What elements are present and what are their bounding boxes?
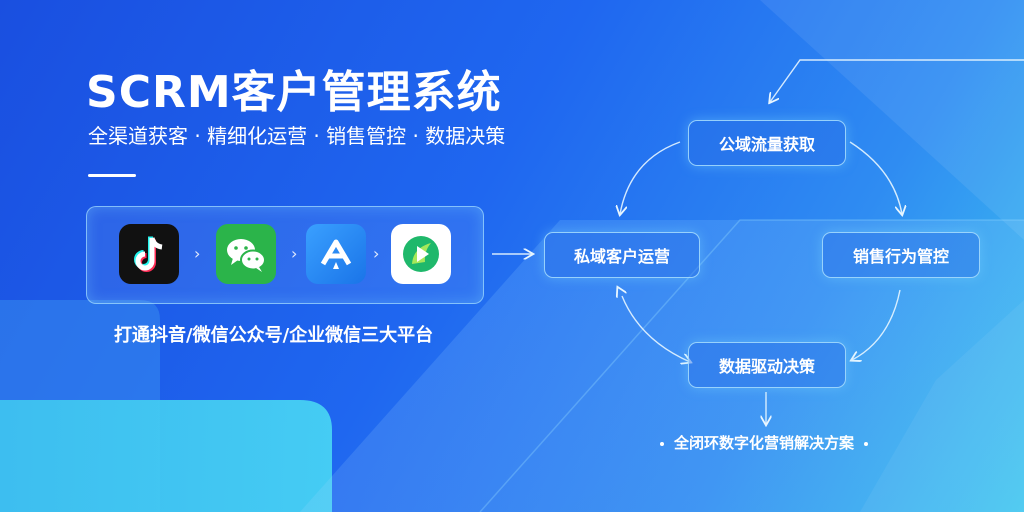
page-title: SCRM客户管理系统 xyxy=(86,67,502,118)
footer-tagline: 全闭环数字化营销解决方案 xyxy=(650,432,890,453)
flow-node-sales-control: 销售行为管控 xyxy=(822,232,980,278)
wechat-icon xyxy=(216,224,276,284)
flow-node-private-ops: 私域客户运营 xyxy=(544,232,700,278)
flow-node-data-decision: 数据驱动决策 xyxy=(688,342,846,388)
flow-node-public-traffic: 公域流量获取 xyxy=(688,120,846,166)
chevron-right-icon: › xyxy=(373,244,380,263)
bullet-dot xyxy=(660,441,664,446)
tiktok-icon xyxy=(119,224,179,284)
platforms-caption: 打通抖音/微信公众号/企业微信三大平台 xyxy=(114,325,434,346)
title-divider xyxy=(88,174,136,177)
official-account-icon xyxy=(391,224,451,284)
bullet-dot xyxy=(864,441,869,446)
page-subtitle: 全渠道获客 · 精细化运营 · 销售管控 · 数据决策 xyxy=(88,124,506,148)
footer-text: 全闭环数字化营销解决方案 xyxy=(674,434,855,452)
chevron-right-icon: › xyxy=(291,244,298,263)
chevron-right-icon: › xyxy=(194,244,201,263)
enterprise-wechat-icon xyxy=(306,224,366,284)
